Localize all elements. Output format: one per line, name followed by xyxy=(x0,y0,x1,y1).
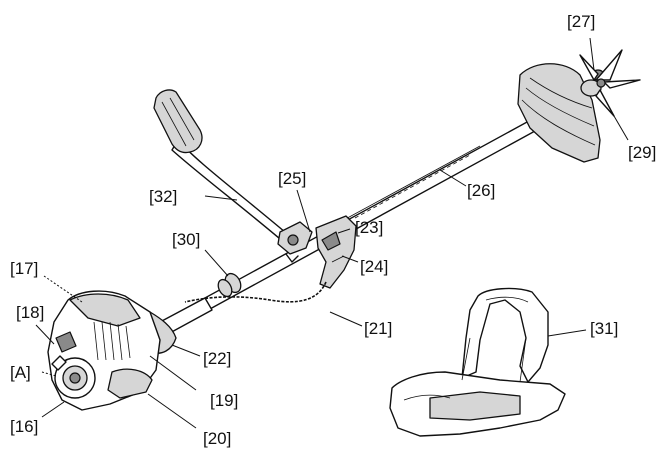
callout-19: [19] xyxy=(210,391,238,410)
callout-21: [21] xyxy=(364,319,392,338)
throttle-cable xyxy=(184,281,327,303)
callout-23: [23] xyxy=(355,218,383,237)
leader-lines xyxy=(35,37,629,429)
handle-clamp xyxy=(277,221,313,263)
shaft-sleeve xyxy=(159,272,242,335)
leader-23 xyxy=(337,228,351,234)
throttle-grip xyxy=(315,215,357,289)
leader-24 xyxy=(341,255,359,263)
callout-29: [29] xyxy=(628,143,656,162)
callout-25: [25] xyxy=(278,169,306,188)
callout-30: [30] xyxy=(172,230,200,249)
leader-20 xyxy=(147,393,197,429)
shoulder-harness xyxy=(389,287,566,437)
leader-27 xyxy=(589,37,595,71)
cutter-guard xyxy=(517,63,601,163)
leader-21 xyxy=(329,311,363,327)
leader-29 xyxy=(613,115,629,141)
leader-19 xyxy=(149,355,197,391)
callout-27: [27] xyxy=(567,12,595,31)
callout-18: [18] xyxy=(16,303,44,322)
leader-16 xyxy=(41,401,65,418)
leader-18 xyxy=(35,324,55,345)
callout-16: [16] xyxy=(10,417,38,436)
leader-22 xyxy=(171,344,201,357)
cutting-blade xyxy=(579,49,641,117)
callout-22: [22] xyxy=(203,349,231,368)
callout-20: [20] xyxy=(203,429,231,448)
callout-26: [26] xyxy=(467,181,495,200)
leader-32 xyxy=(204,195,238,201)
engine xyxy=(47,290,177,411)
callout-A: [A] xyxy=(10,363,31,382)
leader-30 xyxy=(204,249,229,277)
callout-labels: [27] [29] [26] [25] [23] [24] [32] [30] … xyxy=(10,12,656,448)
leader-25 xyxy=(296,189,311,233)
leader-A xyxy=(41,371,57,377)
leader-26 xyxy=(439,169,467,187)
leader-31 xyxy=(547,329,587,337)
callout-31: [31] xyxy=(590,319,618,338)
handle-bar xyxy=(153,89,293,245)
callout-24: [24] xyxy=(360,257,388,276)
callout-32: [32] xyxy=(149,187,177,206)
callout-17: [17] xyxy=(10,259,38,278)
